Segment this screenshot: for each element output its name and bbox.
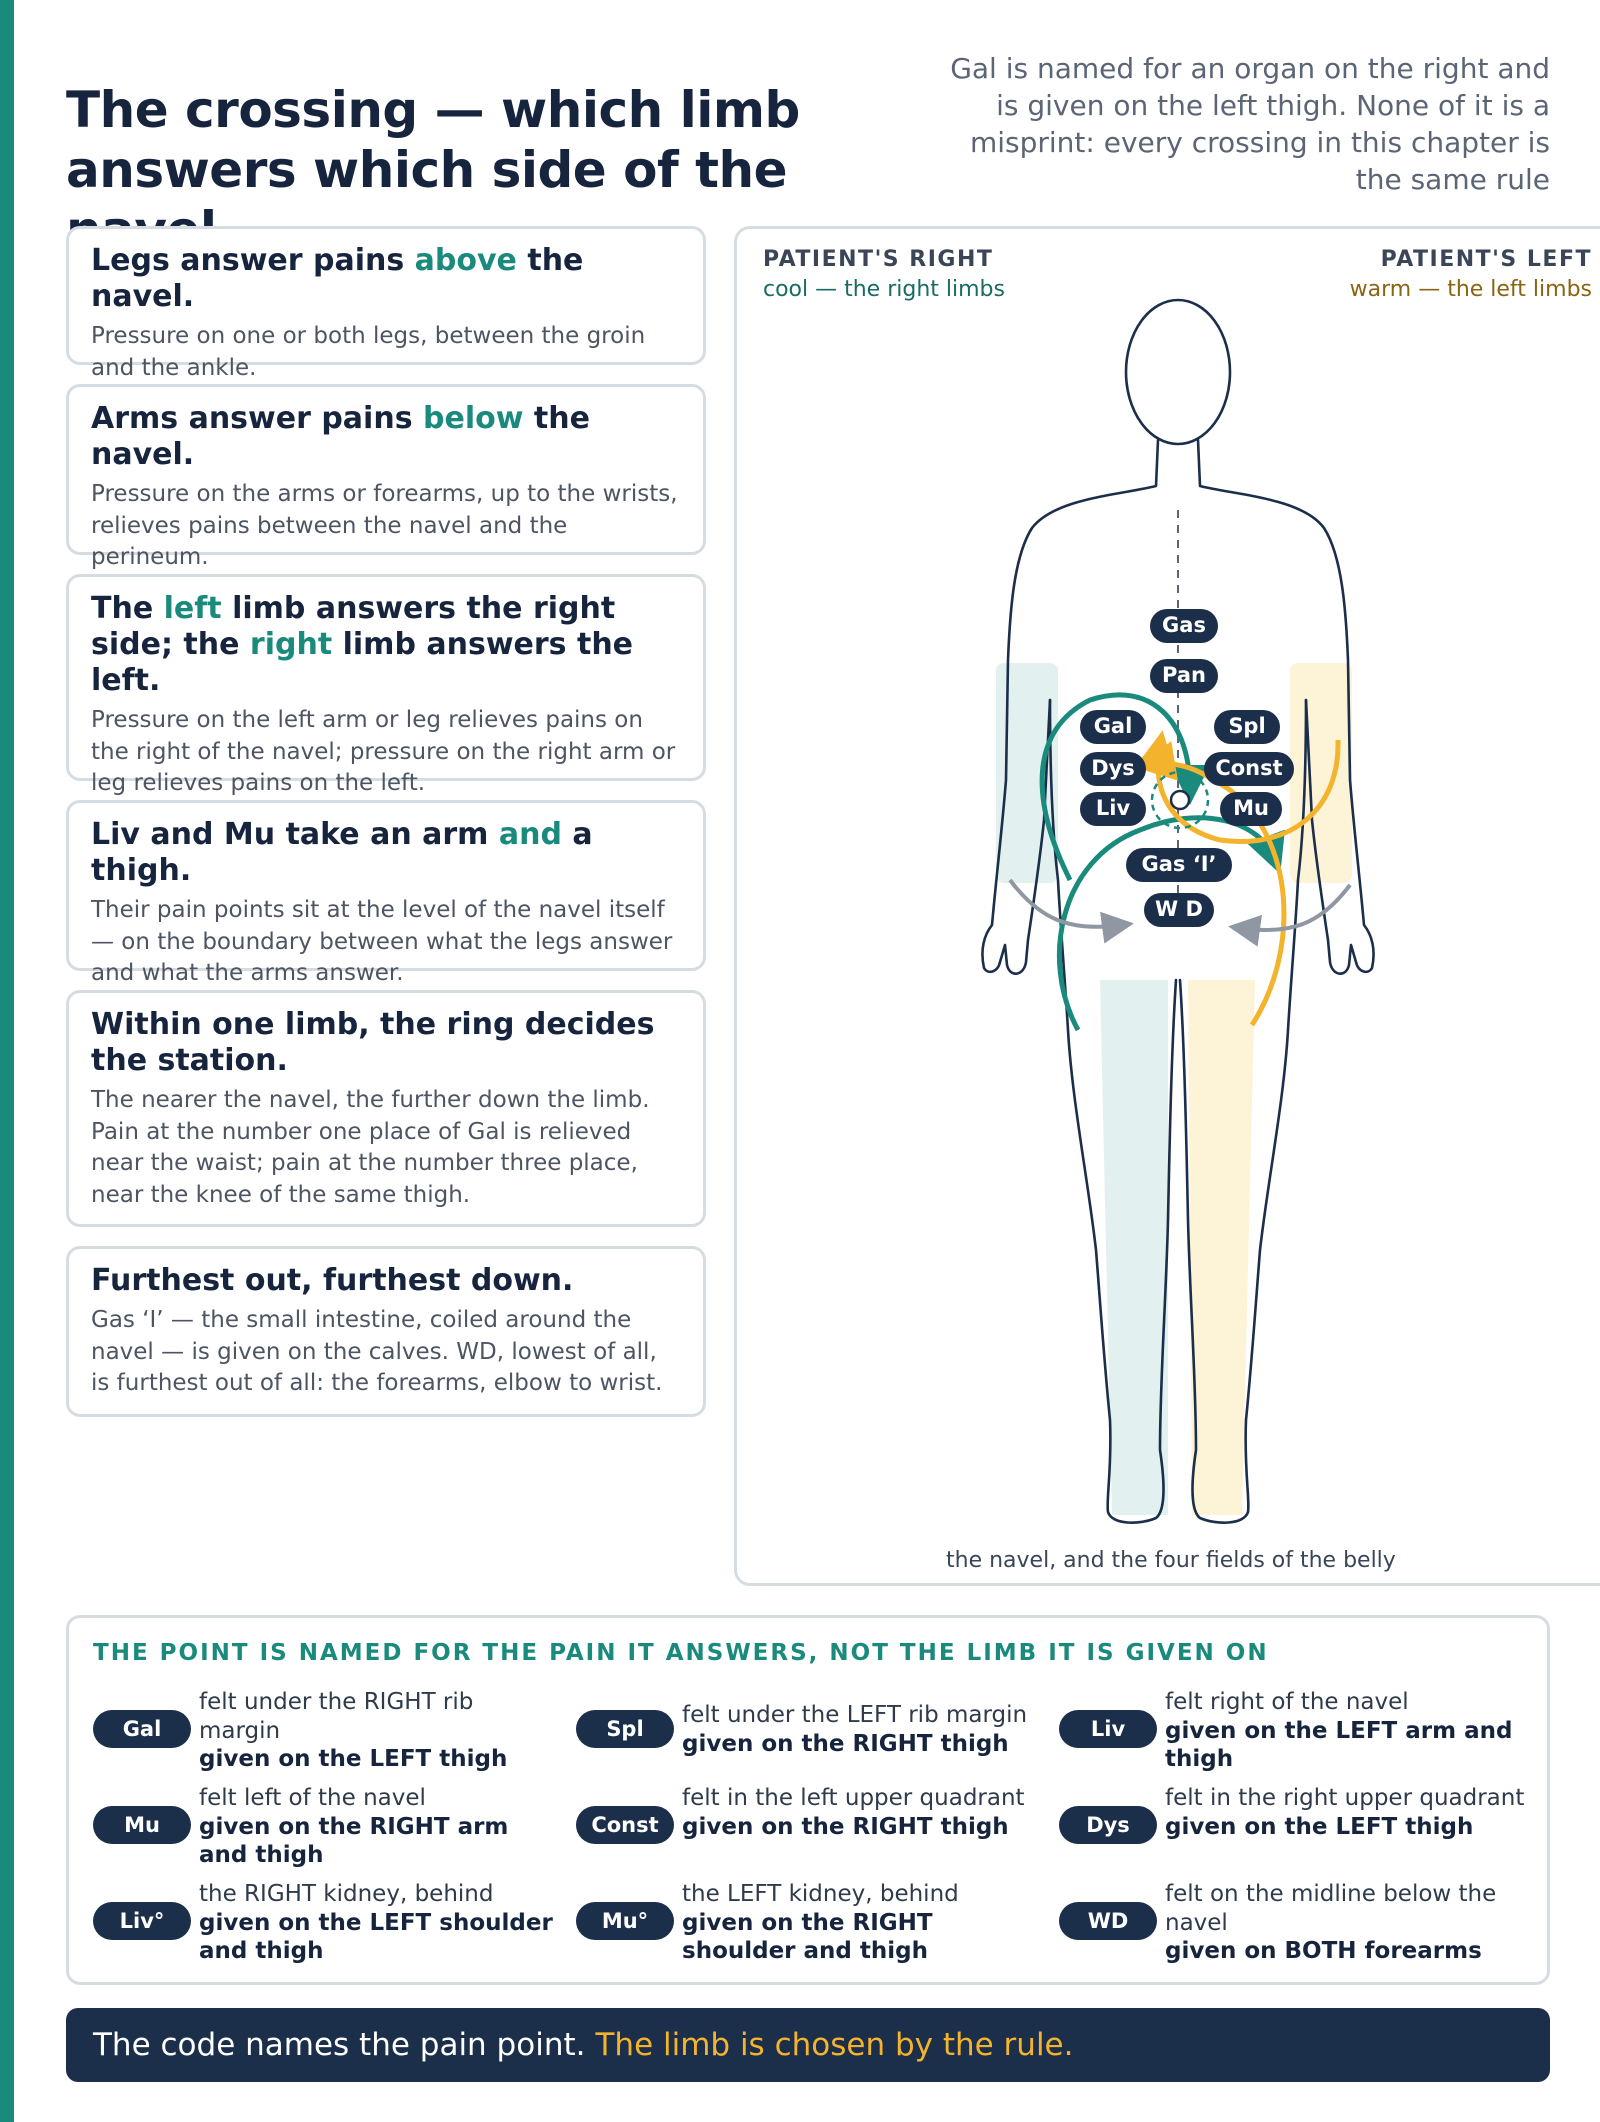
rule-heading: Liv and Mu take an arm and a thigh. [91, 817, 593, 888]
accent-bar [0, 0, 14, 2122]
svg-text:Dys: Dys [1091, 756, 1135, 780]
point-const: Const [1204, 752, 1294, 786]
point-gas-i: Gas ‘I’ [1126, 848, 1232, 882]
rule-body: Their pain points sit at the level of th… [91, 897, 673, 986]
key-code-pill: Gal [93, 1710, 191, 1748]
rule-card-arms: Arms answer pains below the navel. Press… [66, 384, 706, 570]
crossing-arrow-right-arm [1135, 730, 1341, 844]
crossing-arrow-left-arm [1039, 692, 1210, 882]
rule-heading: Legs answer pains above the navel. [91, 243, 584, 314]
rule-heading: Furthest out, furthest down. [91, 1263, 574, 1298]
key-code-pill: Const [576, 1806, 674, 1844]
rule-heading: The left limb answers the right side; th… [91, 591, 634, 698]
svg-text:Mu: Mu [1233, 796, 1269, 820]
rule-heading: Arms answer pains below the navel. [91, 401, 590, 472]
rule-body: Pressure on the left arm or leg relieves… [91, 707, 676, 796]
rule-body: Pressure on the arms or forearms, up to … [91, 481, 678, 570]
summary-banner: The code names the pain point.The limb i… [66, 2008, 1550, 2082]
svg-text:Gas ‘I’: Gas ‘I’ [1142, 852, 1217, 876]
grey-arrow-right-forearm [1228, 883, 1352, 947]
key-code-pill: Liv [1059, 1710, 1157, 1748]
rule-card-legs: Legs answer pains above the navel. Press… [66, 226, 706, 381]
svg-text:Gal: Gal [1094, 714, 1133, 738]
key-code-pill: Spl [576, 1710, 674, 1748]
rule-body: Gas ‘I’ — the small intestine, coiled ar… [91, 1307, 663, 1396]
svg-text:Pan: Pan [1162, 663, 1206, 687]
patient-left-note: warm — the left limbs [1349, 277, 1592, 302]
left-leg-field [1188, 980, 1255, 1515]
key-code-pill: Mu [93, 1806, 191, 1844]
patient-left-heading: PATIENT'S LEFT [1380, 247, 1592, 272]
rule-card-liv-mu: Liv and Mu take an arm and a thigh. Thei… [66, 800, 706, 986]
crossing-arrow-left-leg [1057, 815, 1285, 1032]
banner-highlight: The limb is chosen by the rule. [595, 2027, 1074, 2063]
svg-text:Liv: Liv [1096, 796, 1131, 820]
key-code-pill: Liv° [93, 1902, 191, 1940]
point-wd: W D [1144, 893, 1214, 927]
key-code-pill: Dys [1059, 1806, 1157, 1844]
navel-ring [1150, 770, 1210, 830]
svg-text:W D: W D [1155, 897, 1203, 921]
banner-text: The code names the pain point. [93, 2027, 586, 2063]
rule-body: The nearer the navel, the further down t… [91, 1087, 650, 1208]
rule-card-crossing: The left limb answers the right side; th… [66, 574, 706, 796]
point-gal: Gal [1080, 710, 1146, 744]
point-liv: Liv [1080, 792, 1146, 826]
figure-caption: the navel, and the four fields of the be… [946, 1548, 1396, 1573]
grey-arrow-left-forearm [1008, 878, 1134, 944]
key-code-pill: Mu° [576, 1902, 674, 1940]
point-pan: Pan [1150, 659, 1218, 693]
rule-card-ring: Within one limb, the ring decides the st… [66, 990, 706, 1227]
key-title: THE POINT IS NAMED FOR THE PAIN IT ANSWE… [93, 1640, 1269, 1666]
point-spl: Spl [1214, 710, 1280, 744]
page-title: The crossing — which limb answers which … [66, 81, 800, 259]
svg-text:Const: Const [1215, 756, 1282, 780]
left-arm-field [1290, 663, 1352, 883]
svg-text:Spl: Spl [1228, 714, 1265, 738]
rule-heading: Within one limb, the ring decides the st… [91, 1007, 655, 1078]
key-code-pill: WD [1059, 1902, 1157, 1940]
key-panel: THE POINT IS NAMED FOR THE PAIN IT ANSWE… [66, 1615, 1550, 1985]
point-mu: Mu [1220, 792, 1282, 826]
point-dys: Dys [1080, 752, 1146, 786]
rule-card-furthest: Furthest out, furthest down. Gas ‘I’ — t… [66, 1246, 706, 1417]
patient-right-note: cool — the right limbs [763, 277, 1005, 302]
rule-body: Pressure on one or both legs, between th… [91, 323, 646, 381]
navel [1169, 789, 1191, 811]
body-diagram: Gas Pan Gal Spl Dys Const Liv Mu Gas ‘I’… [981, 298, 1375, 1524]
right-leg-field [1100, 980, 1168, 1515]
page-subtitle: Gal is named for an organ on the right a… [950, 52, 1550, 196]
svg-text:Gas: Gas [1162, 613, 1206, 637]
point-gas: Gas [1150, 609, 1218, 643]
patient-right-heading: PATIENT'S RIGHT [763, 247, 994, 272]
